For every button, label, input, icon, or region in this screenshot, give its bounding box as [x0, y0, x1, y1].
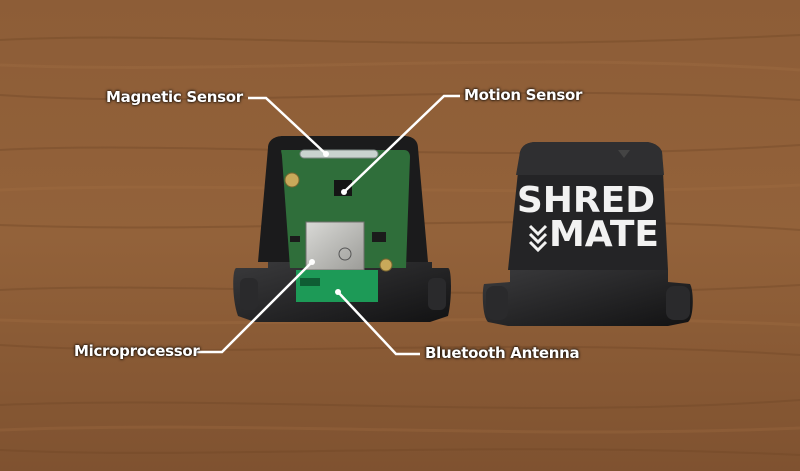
callout-line-magnetic — [248, 96, 327, 155]
closed-shred-mate-sensor: SHRED MATE — [482, 142, 693, 326]
brand-line1: SHRED — [517, 180, 655, 221]
brand-line2: MATE — [549, 214, 659, 255]
motion-sensor-chip — [334, 180, 352, 196]
chevron-logo-icon — [528, 224, 548, 253]
magnetic-sensor-label: Magnetic Sensor — [106, 88, 243, 106]
screw-left — [284, 172, 300, 188]
bluetooth-antenna-label: Bluetooth Antenna — [425, 344, 580, 362]
callout-line-motion — [343, 94, 460, 193]
microprocessor-label: Microprocessor — [74, 342, 200, 360]
callout-lines — [196, 94, 460, 356]
motion-sensor-label: Motion Sensor — [464, 86, 583, 104]
magnetic-sensor-part — [299, 149, 379, 159]
open-sensor-casing — [233, 136, 451, 322]
callout-line-micro — [196, 261, 313, 354]
microprocessor-chip — [305, 221, 365, 271]
callout-line-bluetooth — [337, 291, 420, 356]
screw-right — [379, 258, 393, 272]
